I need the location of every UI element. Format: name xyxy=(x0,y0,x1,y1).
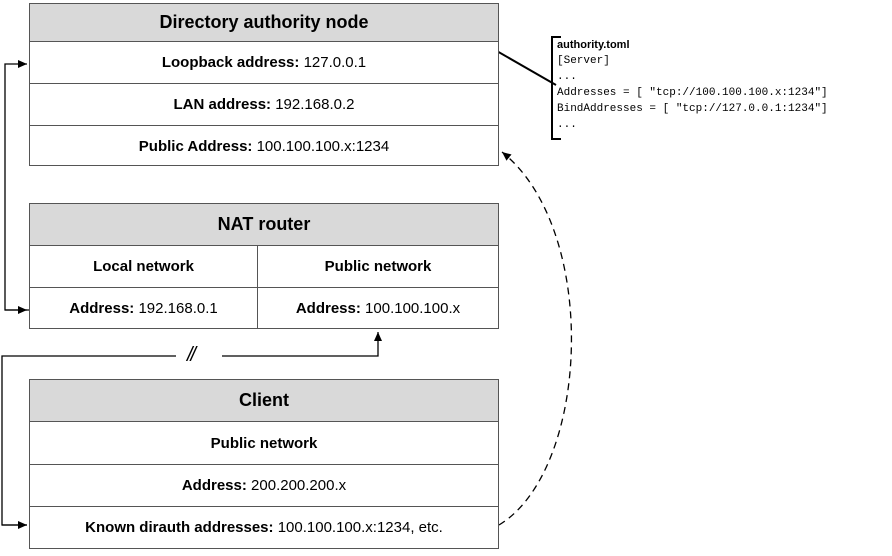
public-address-label: Public Address: xyxy=(138,137,253,155)
nat-title: NAT router xyxy=(30,204,498,245)
nat-title-text: NAT router xyxy=(217,214,311,234)
loopback-link-line xyxy=(4,60,29,311)
client-title: Client xyxy=(30,380,498,421)
config-filename: authority.toml xyxy=(557,39,630,51)
client-address-value: 200.200.200.x xyxy=(251,477,347,494)
nat-local-address-value: 192.168.0.1 xyxy=(138,299,218,317)
authority-title-text: Directory authority node xyxy=(159,12,369,32)
client-public-network-row: Public network xyxy=(30,421,498,464)
nat-router-box: NAT router Local network Public network … xyxy=(29,203,499,329)
lan-value: 192.168.0.2 xyxy=(275,96,355,113)
client-box: Client Public network Address: 200.200.2… xyxy=(29,379,499,549)
known-dirauth-label: Known dirauth addresses: xyxy=(85,519,274,536)
authority-loopback-row: Loopback address: 127.0.0.1 xyxy=(30,41,498,83)
lan-label: LAN address: xyxy=(173,96,272,113)
config-line: Addresses = [ "tcp://100.100.100.x:1234"… xyxy=(557,87,828,99)
client-title-text: Client xyxy=(238,390,289,410)
client-address-label: Address: xyxy=(181,477,247,494)
client-to-nat-line-2 xyxy=(222,332,382,357)
nat-local-address: Address: 192.168.0.1 xyxy=(30,287,257,328)
nat-local-header: Local network xyxy=(30,245,257,287)
config-line: ... xyxy=(557,71,577,83)
config-line: ... xyxy=(557,119,577,131)
nat-public-address-value: 100.100.100.x xyxy=(365,299,461,317)
loopback-label: Loopback address: xyxy=(161,54,300,71)
dirauth-dashed-curve xyxy=(498,151,573,526)
config-line: [Server] xyxy=(557,55,610,67)
nat-public-address: Address: 100.100.100.x xyxy=(257,287,498,328)
client-public-network-label: Public network xyxy=(210,434,318,452)
link-break-marker: // xyxy=(187,344,196,366)
directory-authority-box: Directory authority node Loopback addres… xyxy=(29,3,499,166)
client-address-row: Address: 200.200.200.x xyxy=(30,464,498,506)
nat-public-header: Public network xyxy=(257,245,498,287)
config-bracket xyxy=(551,36,561,140)
authority-title: Directory authority node xyxy=(30,4,498,41)
loopback-value: 127.0.0.1 xyxy=(303,54,367,71)
nat-local-address-label: Address: xyxy=(69,299,135,317)
authority-public-row: Public Address: 100.100.100.x:1234 xyxy=(30,125,498,166)
authority-lan-row: LAN address: 192.168.0.2 xyxy=(30,83,498,125)
known-dirauth-value: 100.100.100.x:1234, etc. xyxy=(277,519,443,536)
public-address-value: 100.100.100.x:1234 xyxy=(256,137,390,155)
client-known-dirauth-row: Known dirauth addresses: 100.100.100.x:1… xyxy=(30,506,498,548)
nat-public-header-text: Public network xyxy=(324,258,432,275)
config-line: BindAddresses = [ "tcp://127.0.0.1:1234"… xyxy=(557,103,828,115)
config-snippet: authority.toml [Server] ... Addresses = … xyxy=(551,36,887,140)
nat-public-address-label: Address: xyxy=(295,299,361,317)
nat-local-header-text: Local network xyxy=(93,258,194,275)
